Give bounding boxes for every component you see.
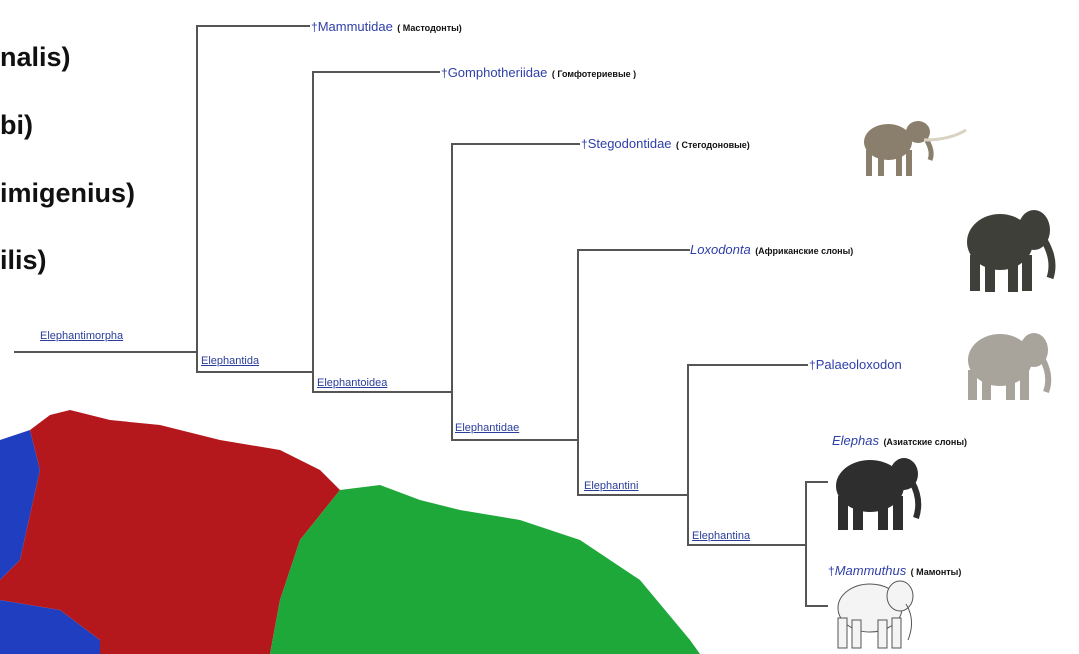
tip-name: Mammuthus <box>834 563 907 578</box>
map-region-green <box>270 485 700 654</box>
tip-name: Gomphotheriidae <box>447 65 548 80</box>
map-region-red <box>0 410 340 654</box>
map-region-blue <box>0 600 100 654</box>
node-elephantoidea: Elephantoidea <box>317 377 388 389</box>
stegodon-icon <box>864 121 967 176</box>
tip-name: Stegodontidae <box>587 136 672 151</box>
african-elephant-icon <box>967 210 1056 292</box>
node-elephantidae: Elephantidae <box>455 422 520 434</box>
tip-mammuthus: †Mammuthus ( Мамонты) <box>828 562 961 580</box>
tip-russian-name: (Азиатские слоны) <box>883 437 968 447</box>
tip-russian-name: ( Мастодонты) <box>397 23 462 33</box>
tip-stegodontidae: †Stegodontidae ( Стегодоновые) <box>581 135 750 153</box>
node-elephantini: Elephantini <box>584 480 639 492</box>
tip-russian-name: (Африканские слоны) <box>755 246 854 256</box>
extinct-dagger: † <box>828 564 835 578</box>
extinct-dagger: † <box>809 358 816 372</box>
tip-name: Loxodonta <box>690 242 751 257</box>
tip-palaeoloxodon: †Palaeoloxodon <box>809 356 902 374</box>
palaeoloxodon-icon <box>968 333 1052 400</box>
extinct-dagger: † <box>441 66 448 80</box>
tip-name: Mammutidae <box>317 19 393 34</box>
asian-elephant-icon <box>836 458 922 530</box>
tip-mammutidae: †Mammutidae ( Мастодонты) <box>311 18 462 36</box>
node-elephantida: Elephantida <box>201 355 260 367</box>
node-elephantina: Elephantina <box>692 530 751 542</box>
tip-gomphotheriidae: †Gomphotheriidae ( Гомфотериевые ) <box>441 64 636 82</box>
map-region-blue <box>0 430 40 580</box>
extinct-dagger: † <box>311 20 318 34</box>
node-elephantimorpha: Elephantimorpha <box>40 330 124 342</box>
mammoth-icon <box>837 580 914 649</box>
list-item: imigenius) <box>0 178 136 208</box>
tip-elephas: Elephas (Азиатские слоны) <box>832 432 967 450</box>
tip-loxodonta: Loxodonta (Африканские слоны) <box>690 241 853 259</box>
cropped-top-fragment: ▔▔▔ ▔▔ <box>20 0 128 22</box>
tip-name: Palaeoloxodon <box>815 357 902 372</box>
tip-name: Elephas <box>832 433 879 448</box>
list-item: ilis) <box>0 245 47 275</box>
list-item: bi) <box>0 110 33 140</box>
tip-russian-name: ( Гомфотериевые ) <box>551 69 637 79</box>
list-item: nalis) <box>0 42 71 72</box>
tip-russian-name: ( Мамонты) <box>910 567 962 577</box>
tip-russian-name: ( Стегодоновые) <box>676 140 750 150</box>
extinct-dagger: † <box>581 137 588 151</box>
